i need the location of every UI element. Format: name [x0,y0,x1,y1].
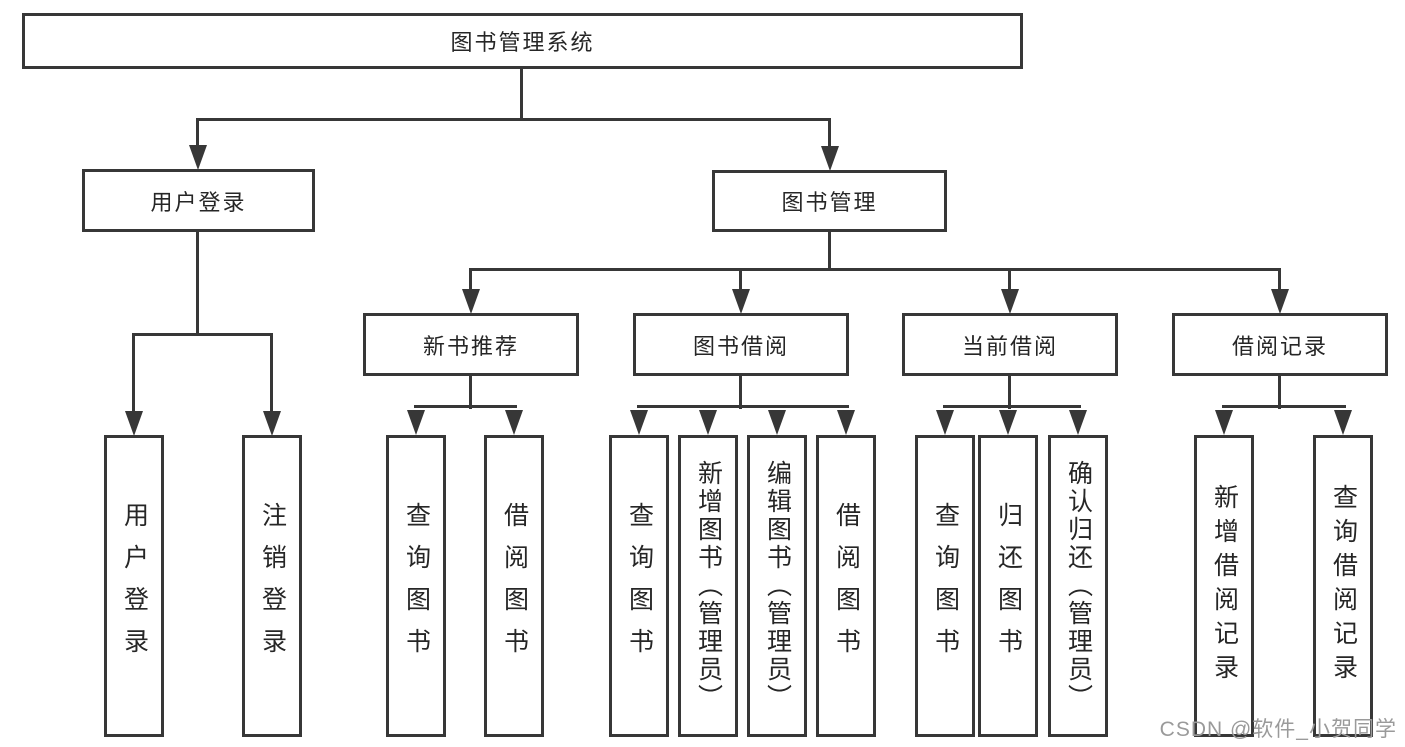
connector-line [196,118,199,148]
arrowhead-down-icon [699,410,717,435]
arrowhead-down-icon [1069,410,1087,435]
connector-line [1278,268,1281,293]
node-book-borrow: 图书借阅 [633,313,849,376]
leaf-node-search-books: 查询图书 [609,435,669,737]
arrowhead-down-icon [936,410,954,435]
arrowhead-down-icon [630,410,648,435]
leaf-node-confirm-return-admin: 确认归还（管理员） [1048,435,1108,737]
connector-line [739,268,742,293]
node-current-borrow: 当前借阅 [902,313,1118,376]
arrowhead-down-icon [1001,289,1019,314]
arrowhead-down-icon [1215,410,1233,435]
connector-line [132,333,273,336]
node-label: 确认归还（管理员） [1064,460,1093,712]
node-label: 查询借阅记录 [1329,484,1358,688]
connector-line [469,268,472,293]
leaf-node-return-books: 归还图书 [978,435,1038,737]
node-user-login: 用户登录 [82,169,315,232]
node-label: 编辑图书（管理员） [763,460,792,712]
connector-line [132,333,135,413]
arrowhead-down-icon [462,289,480,314]
node-label: 图书管理 [781,190,878,215]
leaf-node-search-books: 查询图书 [915,435,975,737]
connector-line [943,405,1081,408]
node-label: 用户登录 [120,502,149,670]
node-label: 图书借阅 [692,333,789,359]
arrowhead-down-icon [732,289,750,314]
connector-line [520,69,523,121]
node-label: 新增借阅记录 [1210,484,1239,688]
node-label: 注销登录 [258,502,287,670]
connector-line [196,118,831,121]
connector-line [637,405,849,408]
arrowhead-down-icon [407,410,425,435]
leaf-node-borrow-books: 借阅图书 [816,435,876,737]
watermark: CSDN @软件_小贺同学 [1159,718,1397,741]
leaf-node-user-login: 用户登录 [104,435,164,737]
node-book-management: 图书管理 [712,170,947,232]
leaf-node-add-books-admin: 新增图书（管理员） [678,435,738,737]
node-label: 查询图书 [402,502,431,670]
leaf-node-search-books: 查询图书 [386,435,446,737]
connector-line [1222,405,1346,408]
node-label: 当前借阅 [961,333,1058,359]
leaf-node-borrow-books: 借阅图书 [484,435,544,737]
connector-line [469,375,472,409]
leaf-node-logout: 注销登录 [242,435,302,737]
node-label: 用户登录 [150,189,247,215]
node-label: 借阅图书 [832,502,861,670]
arrowhead-down-icon [1334,410,1352,435]
arrowhead-down-icon [505,410,523,435]
arrowhead-down-icon [999,410,1017,435]
arrowhead-down-icon [125,411,143,436]
arrowhead-down-icon [263,411,281,436]
arrowhead-down-icon [837,410,855,435]
connector-line [414,405,517,408]
node-label: 借阅图书 [500,502,529,670]
arrowhead-down-icon [189,145,207,170]
leaf-node-search-borrow-record: 查询借阅记录 [1313,435,1373,737]
node-label: 归还图书 [994,502,1023,670]
connector-line [739,375,742,409]
leaf-node-edit-books-admin: 编辑图书（管理员） [747,435,807,737]
leaf-node-add-borrow-record: 新增借阅记录 [1194,435,1254,737]
connector-line [1278,375,1281,409]
arrowhead-down-icon [821,146,839,171]
connector-line [828,232,831,271]
node-label: 新书推荐 [422,333,519,359]
connector-line [270,333,273,413]
node-label: 图书管理系统 [450,30,595,55]
connector-line [196,232,199,336]
connector-line [828,118,831,149]
arrowhead-down-icon [768,410,786,435]
connector-line [469,268,1281,271]
node-label: 新增图书（管理员） [694,460,723,712]
node-label: 查询图书 [625,502,654,670]
connector-line [1008,375,1011,409]
arrowhead-down-icon [1271,289,1289,314]
node-library-management-system: 图书管理系统 [22,13,1023,69]
node-new-book-recommend: 新书推荐 [363,313,579,376]
connector-line [1008,268,1011,293]
node-label: 借阅记录 [1231,333,1328,359]
node-borrow-records: 借阅记录 [1172,313,1388,376]
node-label: 查询图书 [931,502,960,670]
